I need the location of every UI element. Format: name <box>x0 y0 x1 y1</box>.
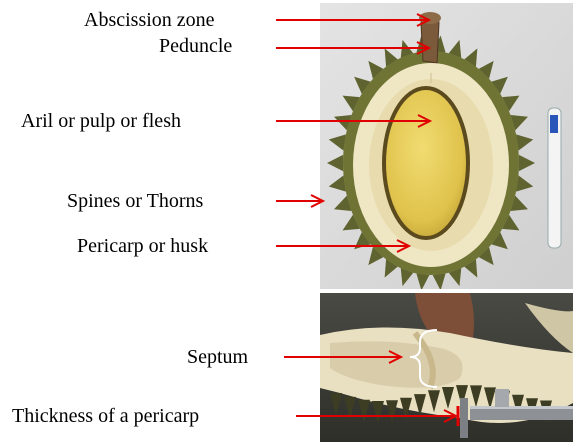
durian-cross-section-photo <box>320 3 573 289</box>
label-pericarp: Pericarp or husk <box>77 236 208 256</box>
abscission-zone <box>419 12 441 24</box>
label-peduncle: Peduncle <box>159 36 232 56</box>
label-abscission-zone: Abscission zone <box>84 10 215 30</box>
aril <box>384 88 468 238</box>
label-spines: Spines or Thorns <box>67 191 203 211</box>
pen <box>548 108 561 248</box>
label-aril: Aril or pulp or flesh <box>21 111 181 131</box>
right-arrow-icon-spines <box>276 195 323 207</box>
pericarp-septum-photo <box>320 293 573 442</box>
label-thickness: Thickness of a pericarp <box>12 406 199 426</box>
label-septum: Septum <box>187 347 248 367</box>
